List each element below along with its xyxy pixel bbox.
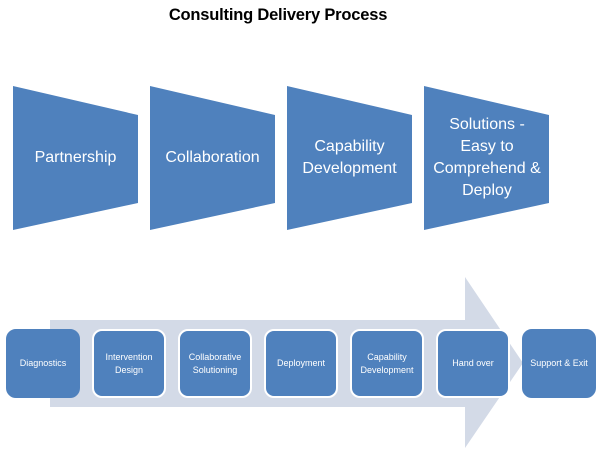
step-support-exit: Support & Exit — [522, 329, 596, 398]
principle-label-partnership: Partnership — [34, 149, 117, 166]
step-diagnostics: Diagnostics — [6, 329, 80, 398]
principle-shape-collaboration — [150, 86, 275, 230]
principle-label-capability-development: Capability Development — [302, 138, 397, 177]
diagram-title: Consulting Delivery Process — [168, 6, 388, 24]
step-capability-development: Capability Development — [350, 329, 424, 398]
principle-shape-solutions — [424, 86, 549, 230]
principle-label-solutions: Solutions - Easy to Comprehend & Deploy — [433, 116, 541, 199]
principle-label-collaboration: Collaboration — [165, 149, 260, 166]
step-deployment: Deployment — [264, 329, 338, 398]
step-collaborative-solutioning: Collaborative Solutioning — [178, 329, 252, 398]
step-intervention-design: Intervention Design — [92, 329, 166, 398]
principle-shape-capability-development — [287, 86, 412, 230]
principle-shape-partnership — [13, 86, 138, 230]
step-hand-over: Hand over — [436, 329, 510, 398]
